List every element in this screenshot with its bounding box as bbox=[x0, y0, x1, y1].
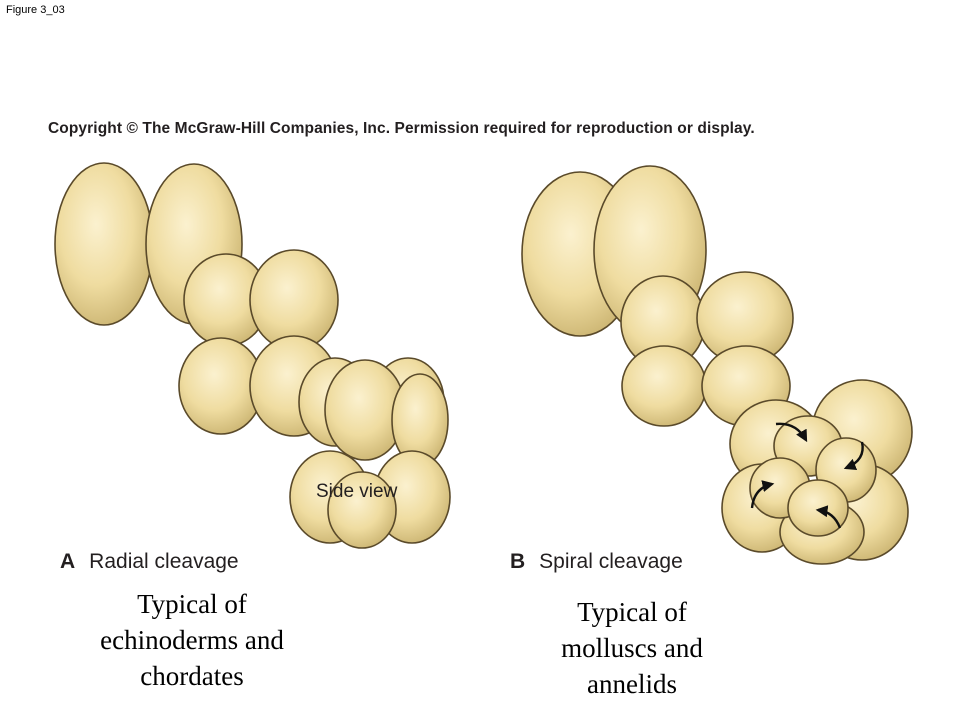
rotation-arrow-4 bbox=[815, 505, 842, 529]
caption-line: Typical of bbox=[137, 589, 247, 619]
panel-b-letter: B bbox=[510, 550, 526, 573]
panel-a-caption: Typical of echinoderms and chordates bbox=[70, 586, 314, 694]
spiral-16-cell-stage bbox=[721, 379, 913, 565]
caption-line: chordates bbox=[140, 661, 244, 691]
figure-label: Figure 3_03 bbox=[6, 4, 65, 16]
panel-a-title: Radial cleavage bbox=[89, 550, 239, 573]
rotation-arrow-2 bbox=[843, 441, 864, 471]
radial-4-8-cell-stage bbox=[178, 249, 339, 437]
spiral-rotation-arrows bbox=[750, 422, 864, 529]
caption-line: Typical of bbox=[577, 597, 687, 627]
panel-b-label: B Spiral cleavage bbox=[510, 550, 683, 574]
rotation-arrow-3 bbox=[750, 480, 775, 509]
side-view-annotation: Side view bbox=[316, 481, 398, 502]
caption-line: echinoderms and bbox=[100, 625, 284, 655]
panel-b-caption: Typical of molluscs and annelids bbox=[520, 594, 744, 702]
panel-b-title: Spiral cleavage bbox=[539, 550, 683, 573]
radial-16-cell-stage bbox=[289, 357, 451, 549]
copyright-notice: Copyright © The McGraw-Hill Companies, I… bbox=[48, 120, 755, 137]
panel-a-letter: A bbox=[60, 550, 76, 573]
caption-line: molluscs and bbox=[561, 633, 703, 663]
panel-a-label: A Radial cleavage bbox=[60, 550, 239, 574]
caption-line: annelids bbox=[587, 669, 677, 699]
rotation-arrow-1 bbox=[775, 422, 808, 443]
